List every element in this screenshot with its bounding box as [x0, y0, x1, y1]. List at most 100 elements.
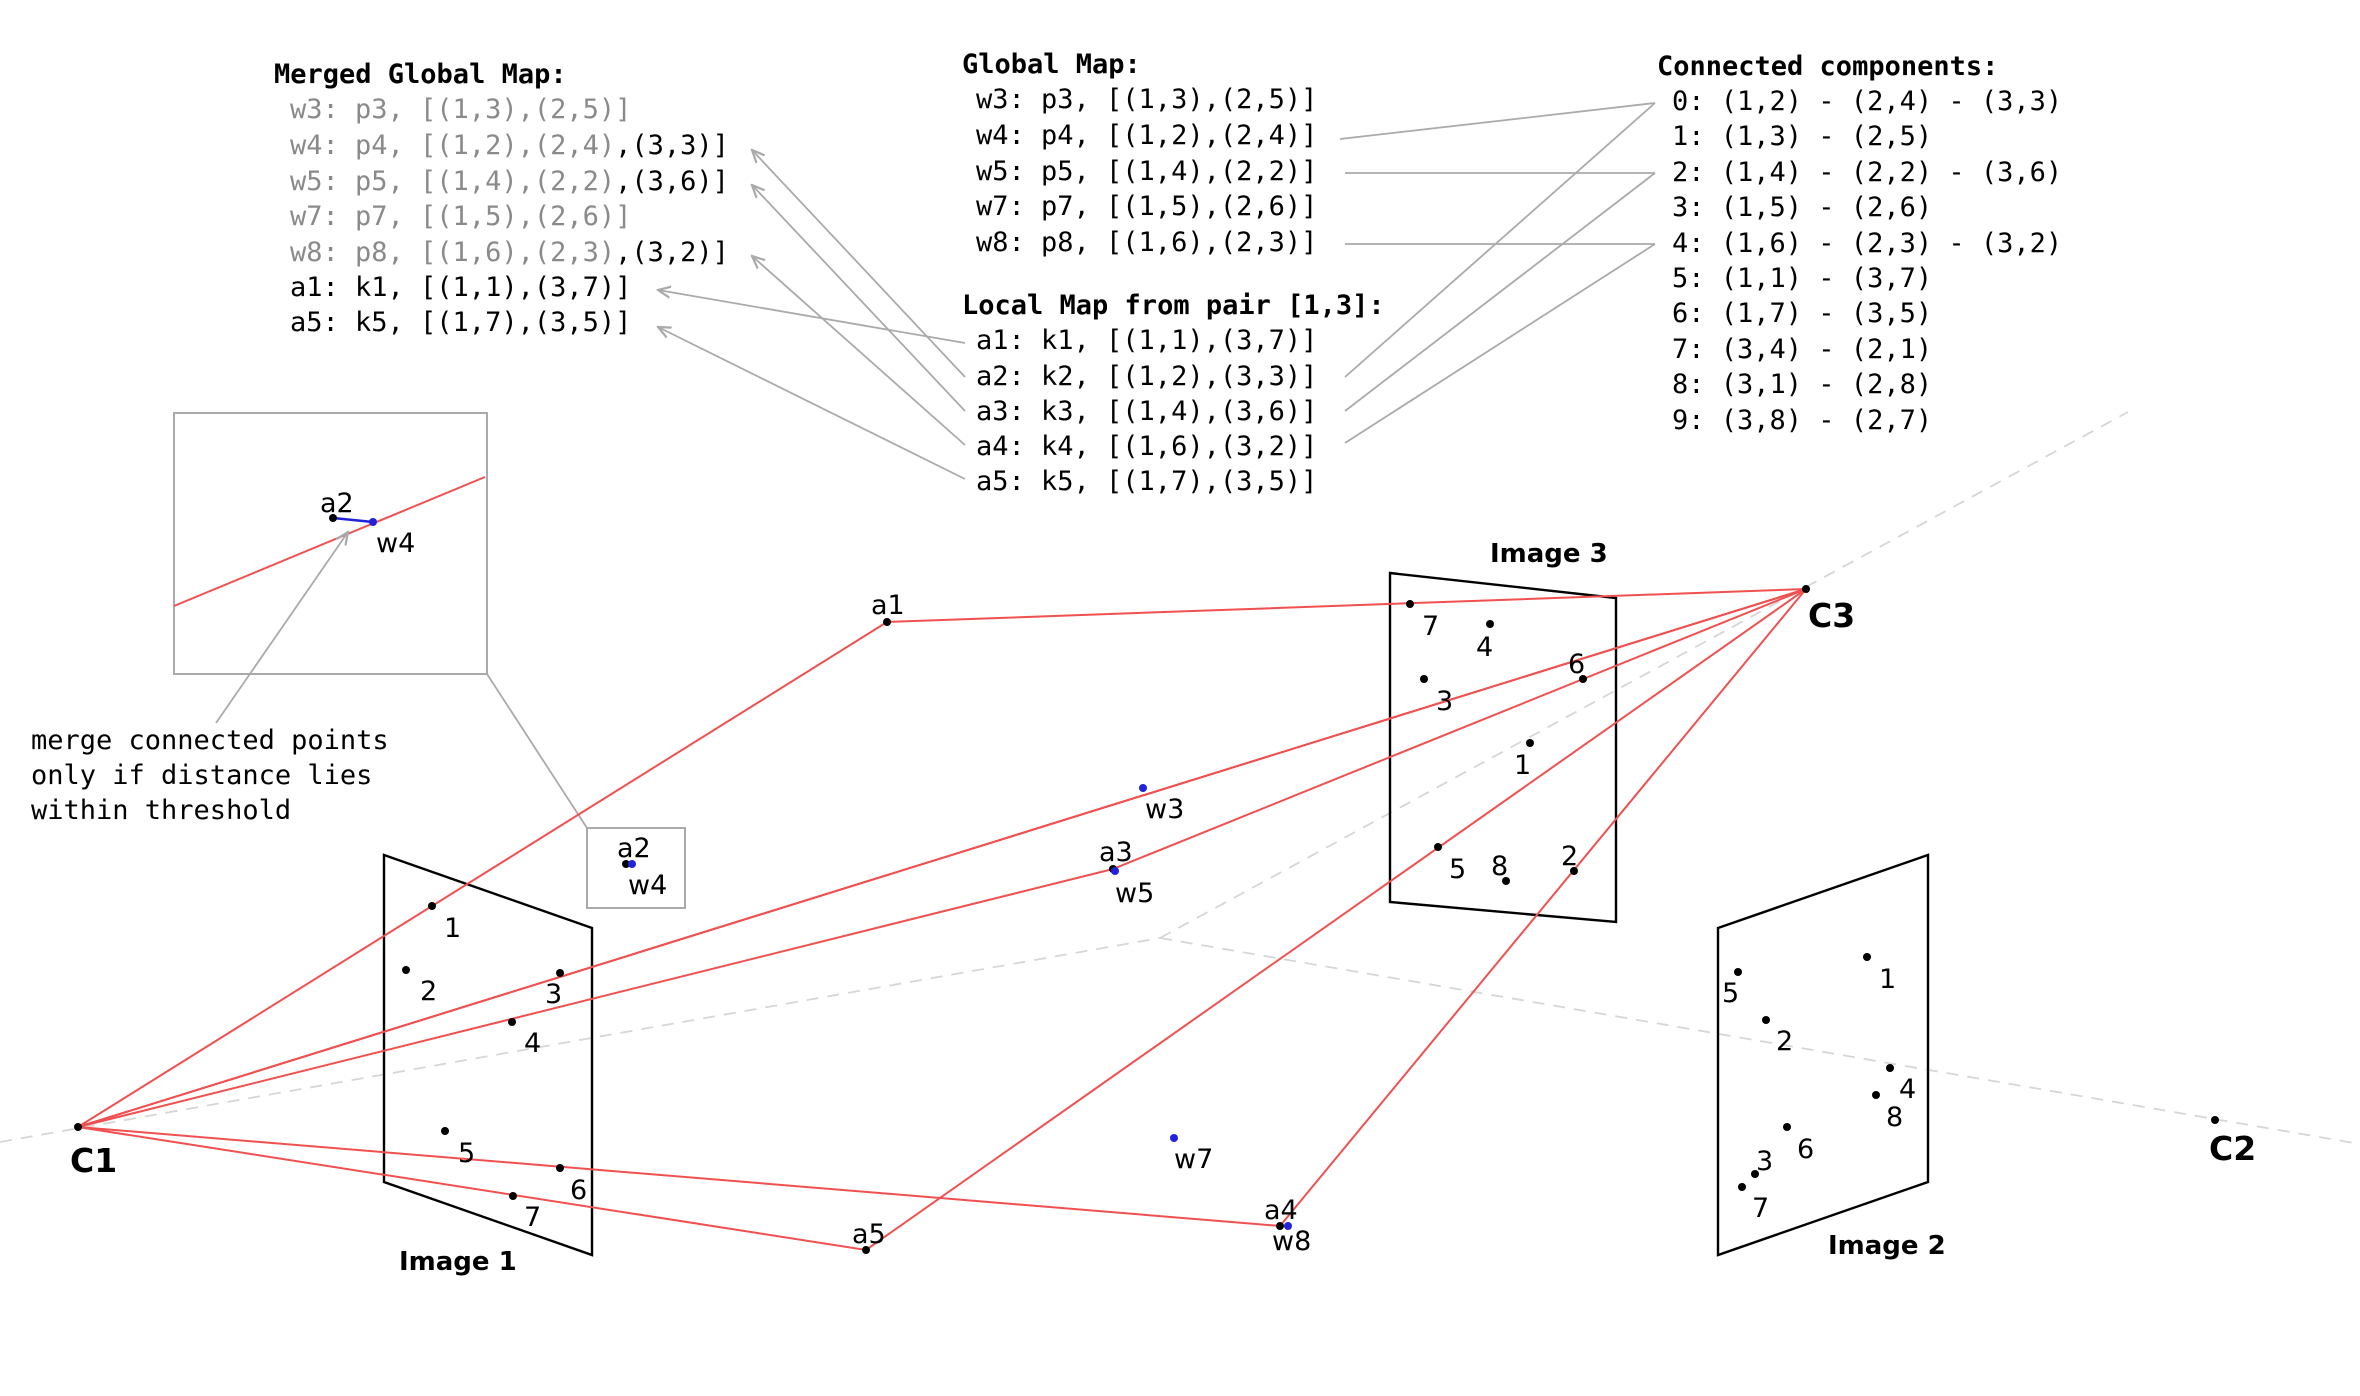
world-point-label: w7 — [1174, 1144, 1213, 1175]
image-2-point-label: 1 — [1879, 964, 1896, 995]
ray-a4 — [77, 588, 1807, 1228]
image-1-point — [428, 902, 436, 910]
note-line: within threshold — [31, 795, 291, 826]
global-map-title: Global Map: — [962, 49, 1141, 80]
cameras: C1 C2 C3 — [70, 585, 2256, 1180]
image-2-point — [1863, 953, 1871, 961]
image-2-point-label: 7 — [1752, 1193, 1769, 1224]
zoom-w4-label: w4 — [376, 528, 415, 559]
local-point-a1 — [883, 618, 891, 626]
component-row: 8: (3,1) - (2,8) — [1672, 369, 1932, 400]
arrow-a1 — [658, 290, 966, 344]
camera-c2-label: C2 — [2209, 1129, 2256, 1168]
image-3-point — [1570, 867, 1578, 875]
image-2-point — [1738, 1183, 1746, 1191]
world-points: w3 w4 w5 w7 w8 — [628, 784, 1311, 1257]
image-3-point — [1420, 675, 1428, 683]
merged-row-w5: w5: p5, [(1,4),(2,2),(3,6)] — [290, 166, 729, 197]
global-row: w8: p8, [(1,6),(2,3)] — [976, 227, 1317, 258]
note-line: only if distance lies — [31, 760, 372, 791]
global-row: w5: p5, [(1,4),(2,2)] — [976, 156, 1317, 187]
image-2-caption: Image 2 — [1828, 1231, 1946, 1261]
image-3-point-label: 8 — [1491, 851, 1508, 882]
merged-row-a1: a1: k1, [(1,1),(3,7)] — [290, 272, 631, 303]
connector-line — [1339, 102, 1656, 140]
merged-global-map-title: Merged Global Map: — [274, 59, 567, 90]
component-row: 5: (1,1) - (3,7) — [1672, 263, 1932, 294]
image-1-point — [556, 1164, 564, 1172]
image-2-plane — [1716, 853, 1930, 1257]
component-connectors — [1339, 102, 1656, 444]
local-point-label: a3 — [1099, 837, 1133, 868]
zoom-frame — [173, 412, 488, 675]
world-point-w5 — [1111, 867, 1119, 875]
dashed-line — [1159, 411, 2129, 939]
image-2-point — [1783, 1123, 1791, 1131]
zoom-a2-label: a2 — [320, 488, 354, 519]
local-row: a5: k5, [(1,7),(3,5)] — [976, 466, 1317, 497]
image-2-point — [1886, 1064, 1894, 1072]
local-point-label: a1 — [871, 590, 905, 621]
image-3-point-label: 6 — [1568, 649, 1585, 680]
world-point-label: w8 — [1272, 1226, 1311, 1257]
connector-line — [1344, 102, 1656, 378]
image-3-point — [1526, 739, 1534, 747]
camera-c2-center — [2211, 1116, 2219, 1124]
zoom-link-line — [486, 673, 588, 829]
local-row: a1: k1, [(1,1),(3,7)] — [976, 325, 1317, 356]
image-1-points: 1 2 3 4 5 6 7 — [402, 902, 587, 1233]
arrow-a3 — [752, 185, 966, 412]
ray-a2-return — [77, 588, 1807, 1128]
image-3-point — [1486, 620, 1494, 628]
image-1-point-label: 3 — [545, 979, 562, 1010]
note-arrow — [215, 532, 348, 724]
merged-row-w3: w3: p3, [(1,3),(2,5)] — [290, 94, 631, 125]
image-1-point-label: 5 — [458, 1138, 475, 1169]
image-2-point — [1734, 968, 1742, 976]
image-2-point — [1751, 1170, 1759, 1178]
arrow-a4 — [752, 256, 966, 446]
image-3-point — [1434, 843, 1442, 851]
local-point-label: a4 — [1264, 1195, 1298, 1226]
component-row: 2: (1,4) - (2,2) - (3,6) — [1672, 157, 2062, 188]
local-map: Local Map from pair [1,3]: a1: k1, [(1,1… — [962, 290, 1385, 497]
camera-c1-center — [74, 1123, 82, 1131]
world-point-label: w3 — [1145, 794, 1184, 825]
baseline-guides — [0, 411, 2360, 1145]
image-3-points: 1 2 3 4 5 6 7 8 — [1406, 600, 1587, 885]
image-2-point — [1872, 1091, 1880, 1099]
local-point-a2 — [622, 860, 630, 868]
image-3-caption: Image 3 — [1490, 539, 1608, 569]
component-row: 4: (1,6) - (2,3) - (3,2) — [1672, 228, 2062, 259]
zoom-inset: a2 w4 merge connected points only if dis… — [31, 412, 686, 909]
image-2-point — [1762, 1016, 1770, 1024]
image-captions: Image 1 Image 2 Image 3 — [399, 539, 1946, 1277]
image-1-point-label: 1 — [444, 913, 461, 944]
image-3-point-label: 4 — [1476, 632, 1493, 663]
image-2-point-label: 6 — [1797, 1134, 1814, 1165]
global-row: w7: p7, [(1,5),(2,6)] — [976, 191, 1317, 222]
connector-line — [1344, 172, 1656, 412]
connected-components: Connected components: 0: (1,2) - (2,4) -… — [1657, 51, 2062, 436]
arrow-a2 — [752, 150, 966, 378]
world-point-label: w4 — [628, 870, 667, 901]
image-3-point-label: 5 — [1449, 854, 1466, 885]
component-row: 1: (1,3) - (2,5) — [1672, 121, 1932, 152]
global-row: w4: p4, [(1,2),(2,4)] — [976, 120, 1317, 151]
image-1-point — [441, 1127, 449, 1135]
local-point-label: a5 — [852, 1219, 886, 1250]
image-1-point-label: 6 — [570, 1175, 587, 1206]
local-map-title: Local Map from pair [1,3]: — [962, 290, 1385, 321]
image-1-plane — [382, 853, 594, 1257]
component-row: 6: (1,7) - (3,5) — [1672, 298, 1932, 329]
component-row: 3: (1,5) - (2,6) — [1672, 192, 1932, 223]
camera-c3-label: C3 — [1808, 596, 1855, 635]
image-3-point — [1502, 877, 1510, 885]
image-3-point-label: 3 — [1436, 686, 1453, 717]
image-2-point-label: 5 — [1722, 978, 1739, 1009]
image-3-point — [1579, 675, 1587, 683]
merged-row-w8: w8: p8, [(1,6),(2,3),(3,2)] — [290, 237, 729, 268]
zoom-ray — [173, 476, 486, 607]
zoom-distance — [332, 516, 374, 524]
world-point-label: w5 — [1115, 878, 1154, 909]
